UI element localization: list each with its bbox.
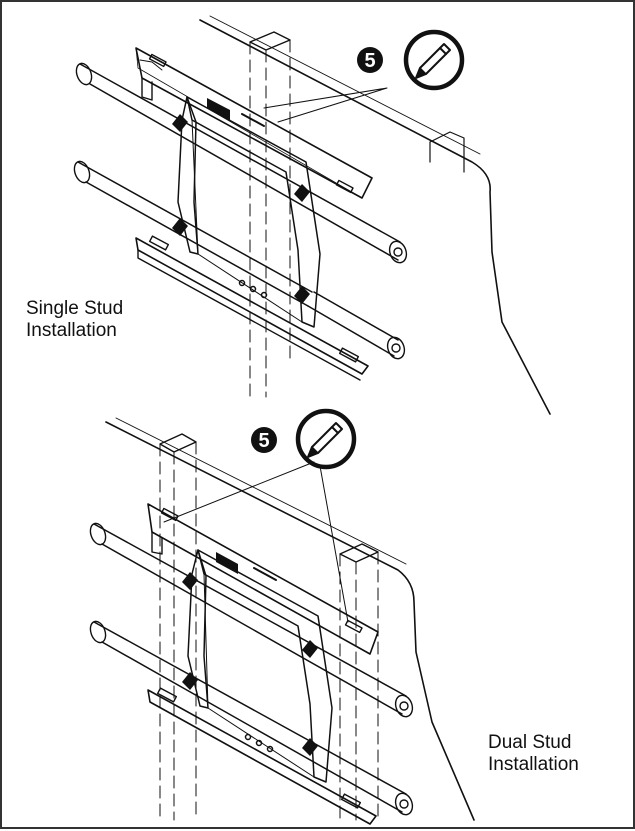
- step-badge: [251, 427, 277, 453]
- wall-stud: [159, 433, 197, 821]
- callout-line: [263, 87, 388, 123]
- label-line: Single Stud: [26, 298, 124, 319]
- callout-line: [163, 461, 349, 623]
- wall-plate: [147, 503, 379, 825]
- dual-stud-scene: [89, 408, 475, 825]
- wall-stud: [339, 543, 379, 821]
- wall-plate: [135, 47, 373, 381]
- label-line: Dual Stud: [488, 732, 572, 753]
- wall-edge: [199, 19, 551, 415]
- single-stud-label: Single Stud Installation: [26, 298, 123, 342]
- lag-bolt: [89, 522, 414, 718]
- lag-bolt: [75, 62, 408, 264]
- lag-bolt: [89, 620, 414, 816]
- wall-edge-inner: [209, 15, 481, 155]
- dual-stud-label: Dual Stud Installation: [488, 732, 579, 776]
- wall-stud: [249, 31, 465, 398]
- lag-bolt: [73, 160, 406, 360]
- pencil-icon: [295, 408, 357, 470]
- label-line: Installation: [26, 320, 117, 341]
- step-badge: [357, 47, 383, 73]
- step-number: 5: [258, 430, 269, 452]
- pencil-icon: [403, 29, 465, 91]
- wall-edge: [105, 421, 475, 821]
- step-number: 5: [364, 50, 375, 72]
- single-stud-scene: [73, 15, 551, 415]
- label-line: Installation: [488, 754, 579, 775]
- center-bracket: [187, 549, 333, 783]
